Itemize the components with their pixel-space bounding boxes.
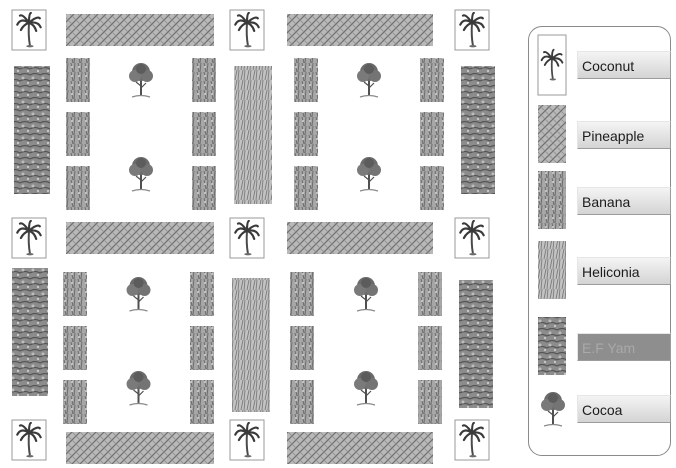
banana-swatch-icon xyxy=(537,169,569,233)
banana-plot xyxy=(66,166,90,210)
cocoa-tree-icon xyxy=(357,157,381,191)
banana-plot xyxy=(420,112,444,156)
banana-plot xyxy=(190,272,214,316)
banana-plot xyxy=(190,380,214,424)
coconut-tree-icon xyxy=(12,420,46,460)
banana-plot xyxy=(66,58,90,102)
yam-strip xyxy=(459,280,493,408)
cocoa-tree-icon xyxy=(354,371,378,405)
legend-item-heliconia: Heliconia xyxy=(537,239,667,303)
banana-plot xyxy=(63,272,87,316)
banana-plot xyxy=(192,112,216,156)
banana-plot xyxy=(192,58,216,102)
pineapple-strip xyxy=(66,222,214,254)
coconut-tree-icon xyxy=(455,420,489,460)
banana-plot xyxy=(294,112,318,156)
legend-label-ef-yam: E.F Yam xyxy=(577,333,671,361)
cocoa-tree-icon xyxy=(357,63,381,97)
banana-plot xyxy=(420,166,444,210)
banana-plot xyxy=(66,112,90,156)
pineapple-swatch-icon xyxy=(537,103,569,167)
yam-strip xyxy=(461,66,495,194)
banana-plot xyxy=(418,326,442,370)
legend-label-cocoa: Cocoa xyxy=(577,395,671,423)
legend-label-pineapple: Pineapple xyxy=(577,121,671,149)
coconut-tree-icon xyxy=(230,218,264,258)
banana-plot xyxy=(63,380,87,424)
legend-label-coconut: Coconut xyxy=(577,51,671,79)
pineapple-strip xyxy=(66,432,214,464)
heliconia-strip xyxy=(232,278,270,412)
banana-plot xyxy=(294,166,318,210)
pineapple-strip xyxy=(287,432,433,464)
coconut-swatch-icon xyxy=(537,33,569,97)
plot-cells xyxy=(12,10,495,464)
coconut-tree-icon xyxy=(12,10,46,50)
coconut-tree-icon xyxy=(12,218,46,258)
cocoa-tree-icon xyxy=(129,157,153,191)
cocoa-tree-icon xyxy=(127,277,151,311)
banana-plot xyxy=(290,380,314,424)
cocoa-tree-icon xyxy=(127,371,151,405)
yam-strip xyxy=(14,66,50,194)
legend-panel: Coconut Pineapple Banana Heliconia E.F Y… xyxy=(528,26,671,456)
cocoa-tree-icon xyxy=(354,277,378,311)
legend-item-cocoa: Cocoa xyxy=(537,377,667,441)
heliconia-swatch-icon xyxy=(537,239,569,303)
pineapple-strip xyxy=(287,222,433,254)
yam-strip xyxy=(12,268,48,396)
coconut-tree-icon xyxy=(455,218,489,258)
legend-label-heliconia: Heliconia xyxy=(577,257,671,285)
coconut-tree-icon xyxy=(455,10,489,50)
cocoa-tree-icon xyxy=(129,63,153,97)
legend-item-banana: Banana xyxy=(537,169,667,233)
banana-plot xyxy=(294,58,318,102)
banana-plot xyxy=(190,326,214,370)
heliconia-strip xyxy=(234,66,272,204)
yam-swatch-icon xyxy=(537,315,569,379)
coconut-tree-icon xyxy=(230,420,264,460)
legend-item-coconut: Coconut xyxy=(537,33,667,97)
legend-label-banana: Banana xyxy=(577,187,671,215)
cocoa-swatch-icon xyxy=(537,377,569,441)
banana-plot xyxy=(290,326,314,370)
banana-plot xyxy=(420,58,444,102)
coconut-tree-icon xyxy=(230,10,264,50)
banana-plot xyxy=(63,326,87,370)
banana-plot xyxy=(418,380,442,424)
banana-plot xyxy=(418,272,442,316)
legend-item-pineapple: Pineapple xyxy=(537,103,667,167)
legend-item-ef-yam: E.F Yam xyxy=(537,315,667,379)
pineapple-strip xyxy=(66,14,214,46)
pineapple-strip xyxy=(287,14,433,46)
banana-plot xyxy=(290,272,314,316)
banana-plot xyxy=(192,166,216,210)
